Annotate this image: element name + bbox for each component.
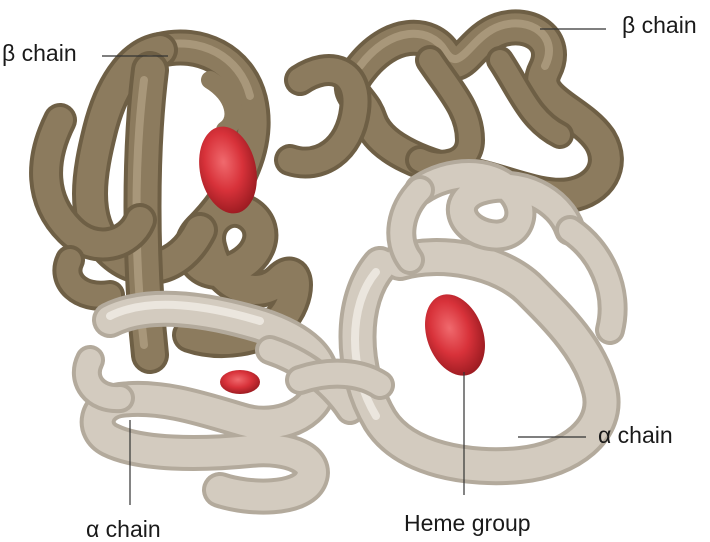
heme-groups xyxy=(199,126,485,394)
leader-lines xyxy=(102,28,606,505)
label-alpha-chain-right: α chain xyxy=(598,422,673,448)
label-beta-chain-right: β chain xyxy=(622,12,697,38)
heme-group-alpha-right xyxy=(425,294,485,376)
label-beta-chain-left: β chain xyxy=(2,40,77,66)
label-heme-group: Heme group xyxy=(404,510,531,536)
heme-group-beta-left xyxy=(199,126,257,214)
alpha-chain-right xyxy=(285,159,628,486)
label-alpha-chain-left: α chain xyxy=(86,516,161,542)
heme-group-hidden xyxy=(220,370,260,394)
beta-chain-right xyxy=(333,9,624,214)
